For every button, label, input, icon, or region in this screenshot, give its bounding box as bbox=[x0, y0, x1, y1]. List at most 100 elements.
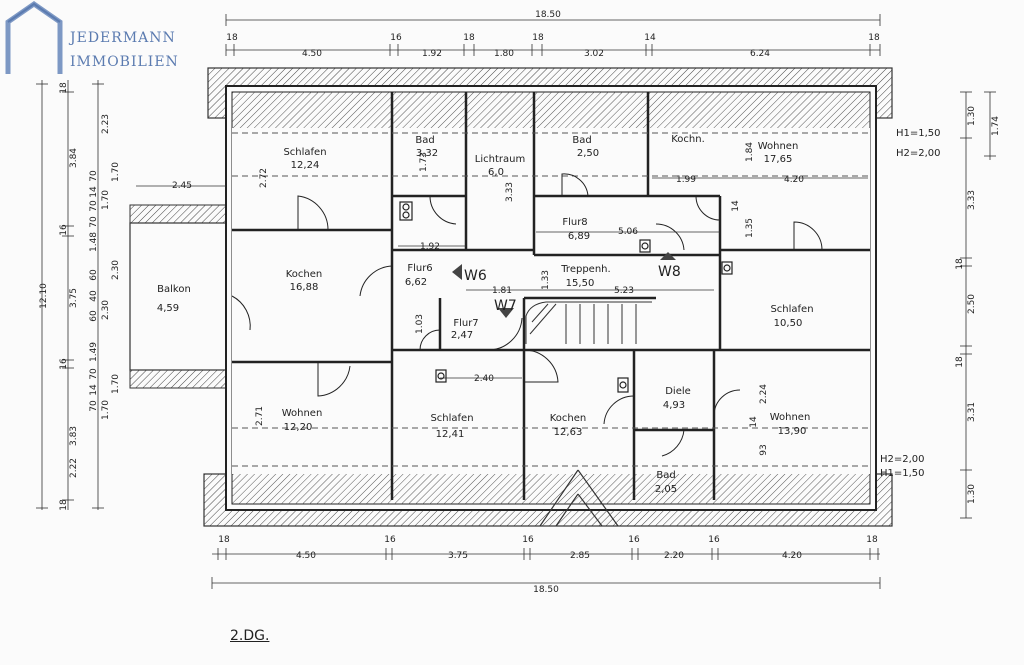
dim-right-c2-0: 1.74 bbox=[991, 116, 1001, 136]
room-schlafen-1-name: Schlafen bbox=[283, 147, 326, 158]
dim-left-c2-9: 70 bbox=[89, 368, 99, 380]
dim-inner-16: 2.71 bbox=[255, 406, 265, 426]
dim-right-c1-3: 2.50 bbox=[967, 294, 977, 314]
dim-left-c2-2: 70 bbox=[89, 200, 99, 212]
dim-left-c2-1: 14 bbox=[89, 186, 99, 198]
height-bottom-h1: H1=1,50 bbox=[880, 468, 925, 479]
room-balkon-area: 4,59 bbox=[157, 303, 179, 314]
dim-inner-0: 2.45 bbox=[172, 181, 192, 191]
dim-right-c1-6: 1.30 bbox=[967, 484, 977, 504]
dim-bottom-4: 16 bbox=[522, 535, 534, 545]
room-diele-name: Diele bbox=[665, 386, 691, 397]
house-logo-icon bbox=[5, 0, 63, 74]
dimension-lines bbox=[41, 19, 991, 584]
dim-inner-10: 5.06 bbox=[618, 227, 638, 237]
room-kochen-1-area: 16,88 bbox=[290, 282, 319, 293]
room-wohnen-2-name: Wohnen bbox=[282, 408, 323, 419]
room-flur8-area: 6,89 bbox=[568, 231, 590, 242]
dim-top-2: 16 bbox=[390, 33, 402, 43]
dimensions-top: 18.50 18 4.50 16 1.92 18 1.80 18 3.02 14… bbox=[226, 10, 880, 59]
inner-eave-top bbox=[232, 92, 870, 128]
dim-left-c2-12: 2.22 bbox=[69, 458, 79, 478]
dim-left-c1-4: 16 bbox=[59, 358, 69, 370]
dim-left-c3-0: 2.23 bbox=[101, 114, 111, 134]
room-lichtraum-area: 6,0 bbox=[488, 167, 504, 178]
dim-bottom-2: 16 bbox=[384, 535, 396, 545]
height-top-h1: H1=1,50 bbox=[896, 128, 941, 139]
dim-bottom-total: 18.50 bbox=[533, 585, 559, 595]
dim-inner-11: 1.81 bbox=[492, 286, 512, 296]
dim-top-total: 18.50 bbox=[535, 10, 561, 20]
dim-left-c1-2: 16 bbox=[59, 224, 69, 236]
dim-bottom-5: 2.85 bbox=[570, 551, 590, 561]
dim-inner-9: 1.92 bbox=[420, 242, 440, 252]
dim-inner-8: 1.35 bbox=[745, 218, 755, 238]
dim-left-c3-3: 2.30 bbox=[111, 260, 121, 280]
dim-inner-4: 1.84 bbox=[745, 142, 755, 162]
dimensions-bottom: 18 4.50 16 3.75 16 2.85 16 2.20 16 4.20 … bbox=[218, 535, 878, 595]
room-treppenh-area: 15,50 bbox=[566, 278, 595, 289]
height-top-h2: H2=2,00 bbox=[896, 148, 941, 159]
dim-right-c1-4: 18 bbox=[955, 356, 965, 368]
w6-marker-icon bbox=[452, 264, 462, 280]
dim-right-c1-0: 1.30 bbox=[967, 106, 977, 126]
dim-left-c1-1: 3.84 bbox=[69, 148, 79, 168]
room-schlafen-3-name: Schlafen bbox=[430, 413, 473, 424]
room-flur7-name: Flur7 bbox=[453, 318, 478, 329]
dim-inner-12: 1.33 bbox=[541, 270, 551, 290]
dim-left-c2-11: 70 bbox=[89, 400, 99, 412]
room-kochen-2-name: Kochen bbox=[550, 413, 587, 424]
floor-label: 2.DG. bbox=[230, 628, 270, 644]
balcony-rail-top bbox=[129, 204, 227, 224]
dim-bottom-1: 4.50 bbox=[296, 551, 316, 561]
room-treppenh-name: Treppenh. bbox=[560, 264, 610, 275]
dim-left-c3-4: 2.30 bbox=[101, 300, 111, 320]
room-lichtraum-name: Lichtraum bbox=[475, 154, 525, 165]
height-bottom-h2: H2=2,00 bbox=[880, 454, 925, 465]
dim-bottom-3: 3.75 bbox=[448, 551, 468, 561]
dim-bottom-6: 16 bbox=[628, 535, 640, 545]
dim-top-1: 4.50 bbox=[302, 49, 322, 59]
room-bad-1-area: 3,32 bbox=[416, 148, 438, 159]
room-flur7-area: 2,47 bbox=[451, 330, 473, 341]
dim-left-c1-5: 3.83 bbox=[69, 426, 79, 446]
room-schlafen-2-area: 10,50 bbox=[774, 318, 803, 329]
shaft-symbols bbox=[399, 201, 733, 393]
room-wohnen-1-name: Wohnen bbox=[758, 141, 799, 152]
balcony-rail-bottom bbox=[129, 369, 227, 389]
dimension-ticks bbox=[36, 14, 996, 589]
dim-left-c2-8: 1.49 bbox=[89, 342, 99, 362]
room-kochen-1-name: Kochen bbox=[286, 269, 323, 280]
logo-line-1: JEDERMANN bbox=[70, 30, 176, 46]
balcony-area bbox=[129, 222, 227, 371]
dim-bottom-10: 18 bbox=[866, 535, 878, 545]
dim-top-10: 18 bbox=[868, 33, 880, 43]
dim-inner-19: 93 bbox=[759, 444, 769, 455]
dim-left-c1-6: 18 bbox=[59, 499, 69, 511]
room-bad-3-name: Bad bbox=[656, 470, 675, 481]
room-kochen-2-area: 12,63 bbox=[554, 427, 583, 438]
dim-left-c2-5: 60 bbox=[89, 269, 99, 281]
dimensions-inner: 2.45 2.72 1.73 3.33 1.84 1.99 4.20 14 1.… bbox=[172, 142, 804, 456]
dim-bottom-7: 2.20 bbox=[664, 551, 684, 561]
w7-marker-icon bbox=[498, 308, 514, 318]
dim-right-c1-2: 18 bbox=[955, 258, 965, 270]
door-swings bbox=[231, 173, 823, 457]
room-wohnen-1-area: 17,65 bbox=[764, 154, 793, 165]
dim-left-c2-4: 1.48 bbox=[89, 232, 99, 252]
dim-inner-2: 1.73 bbox=[419, 152, 429, 172]
dim-inner-7: 14 bbox=[731, 200, 741, 212]
dim-top-7: 3.02 bbox=[584, 49, 604, 59]
dim-inner-3: 3.33 bbox=[505, 182, 515, 202]
room-diele-area: 4,93 bbox=[663, 400, 685, 411]
dim-bottom-0: 18 bbox=[218, 535, 230, 545]
room-kochn-name: Kochn. bbox=[671, 134, 705, 145]
dim-left-c3-5: 1.70 bbox=[111, 374, 121, 394]
dim-left-c2-0: 70 bbox=[89, 170, 99, 182]
dim-left-c3-6: 1.70 bbox=[101, 400, 111, 420]
walls bbox=[232, 92, 870, 500]
dim-inner-5: 1.99 bbox=[676, 175, 696, 185]
staircase bbox=[525, 301, 652, 344]
dim-inner-14: 1.03 bbox=[415, 314, 425, 334]
